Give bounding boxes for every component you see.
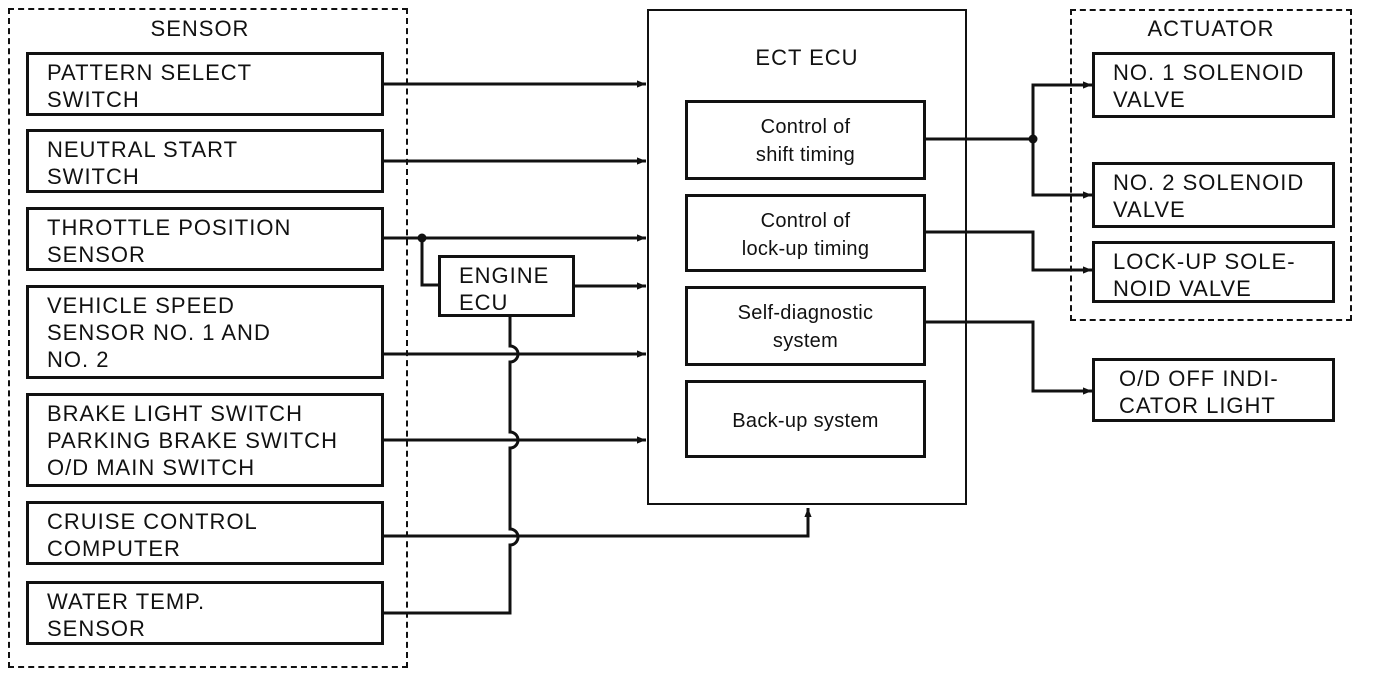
sensor-brake-parking-od-switches: BRAKE LIGHT SWITCH PARKING BRAKE SWITCH … [26,393,384,487]
sensor-pattern-select-switch: PATTERN SELECT SWITCH [26,52,384,116]
ect-function-backup-system: Back-up system [685,380,926,458]
engine-ecu-box: ENGINE ECU [438,255,575,317]
line-throttle-to-engine-ecu [420,238,440,287]
line-to-solenoid-1 [1031,81,1092,139]
junction-dot-throttle [417,233,427,243]
ect-function-lockup-timing: Control of lock-up timing [685,194,926,272]
line-lockup [924,230,1092,274]
actuator-lockup-solenoid-valve: LOCK-UP SOLE- NOID VALVE [1092,241,1335,303]
line-water-temp [382,316,520,615]
sensor-group-title: SENSOR [150,16,250,41]
ect-function-self-diagnostic: Self-diagnostic system [685,286,926,366]
ect-function-shift-timing: Control of shift timing [685,100,926,180]
od-off-indicator-light: O/D OFF INDI- CATOR LIGHT [1092,358,1335,422]
sensor-group-frame [8,8,408,668]
line-self-diagnostic [924,320,1092,395]
actuator-group-title: ACTUATOR [1147,16,1275,41]
sensor-water-temp: WATER TEMP. SENSOR [26,581,384,645]
sensor-cruise-control-computer: CRUISE CONTROL COMPUTER [26,501,384,565]
line-cruise-control [382,508,812,538]
sensor-throttle-position: THROTTLE POSITION SENSOR [26,207,384,271]
junction-dot-solenoids [1028,134,1038,144]
actuator-group-frame [1070,9,1352,321]
actuator-no2-solenoid-valve: NO. 2 SOLENOID VALVE [1092,162,1335,228]
sensor-neutral-start-switch: NEUTRAL START SWITCH [26,129,384,193]
ect-ecu-title: ECT ECU [755,45,859,70]
ect-ecu-frame [647,9,967,505]
actuator-no1-solenoid-valve: NO. 1 SOLENOID VALVE [1092,52,1335,118]
line-to-solenoid-2 [1031,139,1092,199]
sensor-vehicle-speed: VEHICLE SPEED SENSOR NO. 1 AND NO. 2 [26,285,384,379]
